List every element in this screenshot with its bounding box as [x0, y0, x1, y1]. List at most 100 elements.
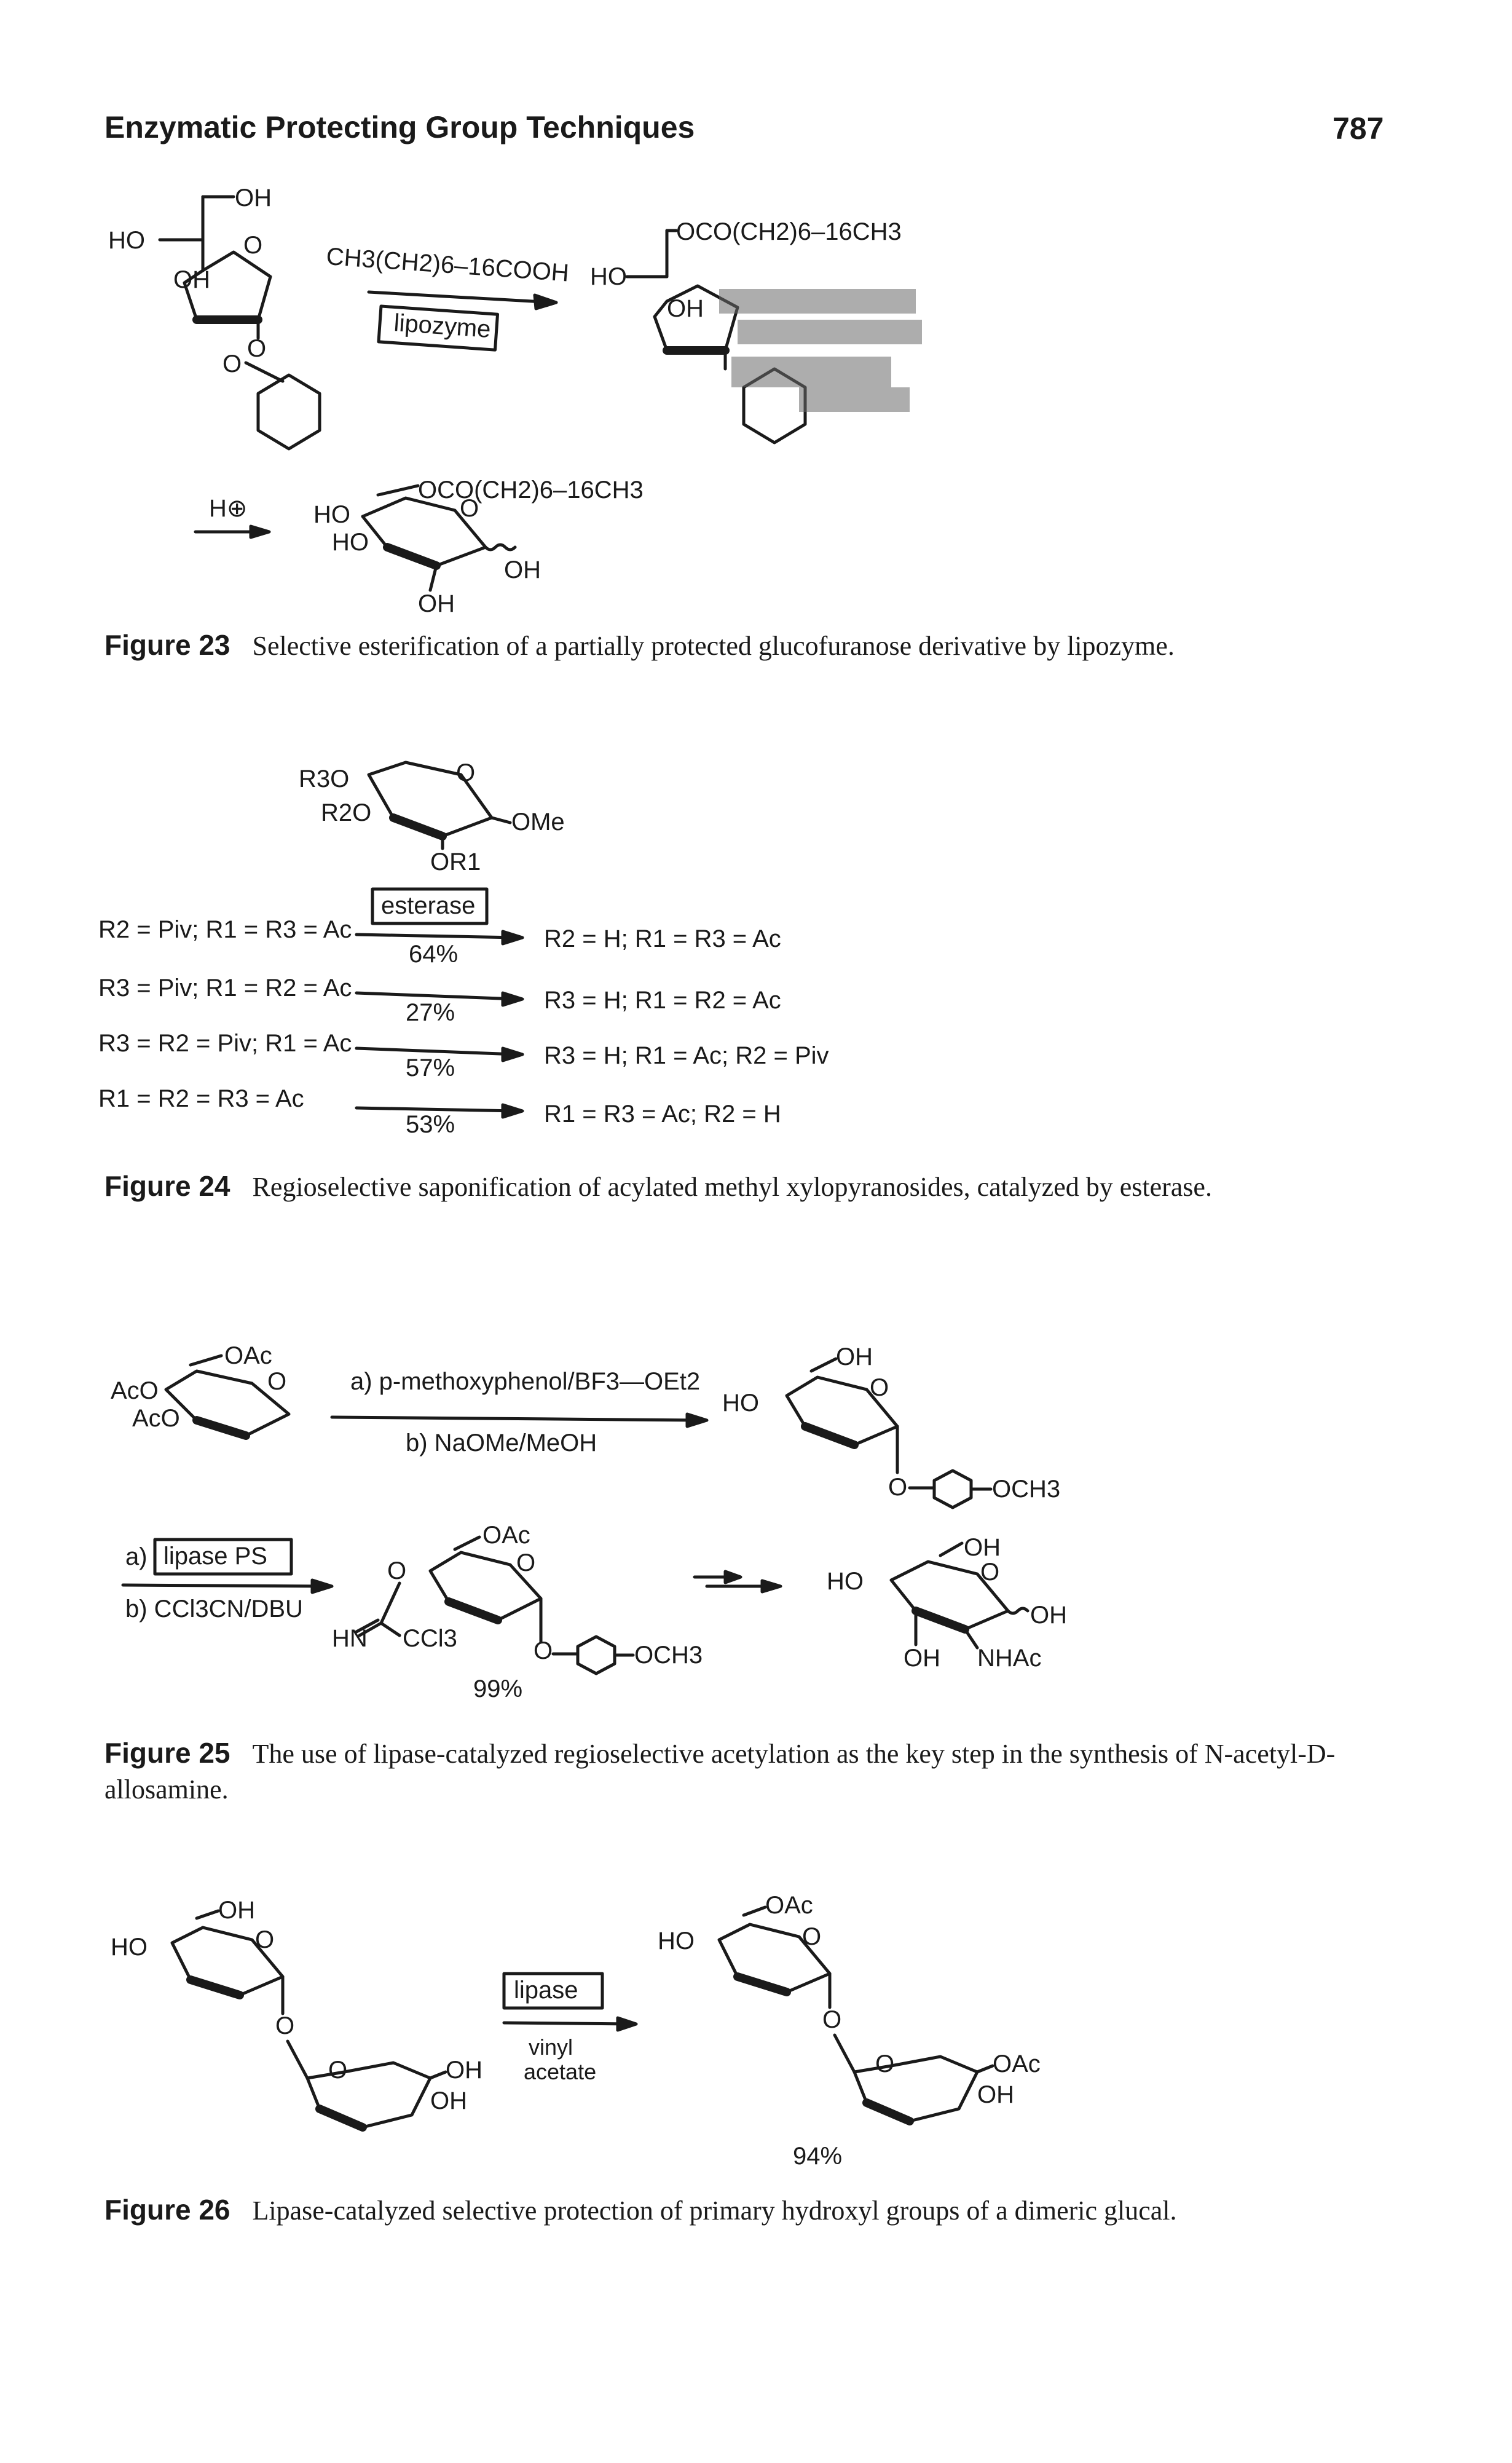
fig23-reagent: CH3(CH2)6–16COOH: [325, 243, 570, 287]
aryl-o: O: [888, 1474, 907, 1501]
figure-24-caption-text: Regioselective saponification of acylate…: [252, 1172, 1212, 1202]
imidate-oac: OAc: [482, 1522, 530, 1549]
prod-oac-right: OAc: [993, 2050, 1041, 2078]
fig23-enzyme: lipozyme: [393, 309, 492, 343]
dimer-ring-o-2: O: [328, 2057, 347, 2084]
dimer-ho: HO: [111, 1934, 148, 1961]
figure-26-caption-text: Lipase-catalyzed selective protection of…: [252, 2196, 1177, 2226]
glucal-oac: OAc: [224, 1342, 272, 1369]
figure-24-label: Figure 24: [104, 1170, 230, 1202]
allosamine-oh-anomeric: OH: [1030, 1602, 1067, 1629]
dimer-ring-o-1: O: [255, 1926, 274, 1953]
row1-product: R2 = H; R1 = R3 = Ac: [544, 925, 781, 952]
row1-yield: 64%: [409, 941, 458, 968]
dimer-oh-right: OH: [446, 2057, 482, 2084]
glucal-aco-2: AcO: [132, 1405, 180, 1432]
sm-o-acetal-1: O: [247, 335, 266, 362]
fig26-reagent-2: acetate: [524, 2059, 596, 2084]
sm-ring-o: O: [243, 232, 262, 259]
final-oh-anomeric: OH: [504, 556, 541, 583]
sm-ho: HO: [108, 227, 145, 254]
allosamine-ho: HO: [827, 1568, 864, 1595]
dimer-link-o: O: [275, 2012, 294, 2039]
prod-oac-top: OAc: [765, 1892, 813, 1919]
dimer-oh-top: OH: [218, 1897, 255, 1924]
figure-26-caption: Figure 26 Lipase-catalyzed selective prot…: [104, 2192, 1414, 2229]
final-ho-1: HO: [313, 501, 350, 528]
figure-24-scheme: R3O R2O O OMe OR1 esterase R2 = Piv; R1 …: [98, 759, 829, 1138]
allosamine-oh-top: OH: [964, 1534, 1001, 1561]
dimer-oh-lower: OH: [430, 2087, 467, 2114]
glucal-aco-1: AcO: [111, 1377, 159, 1404]
row2-product: R3 = H; R1 = R2 = Ac: [544, 987, 781, 1014]
imidate-o: O: [387, 1557, 406, 1584]
aryl-och3: OCH3: [992, 1476, 1060, 1503]
imidate-ring-o: O: [516, 1549, 535, 1576]
aryl-oh: OH: [836, 1343, 873, 1370]
final-ring-o: O: [460, 495, 479, 522]
aryl-ring-o: O: [870, 1374, 889, 1401]
row3-yield: 57%: [406, 1054, 455, 1081]
fig26-yield: 94%: [793, 2143, 842, 2170]
fig23-acid: H⊕: [209, 495, 247, 522]
fig25-step2-a: a): [125, 1543, 148, 1570]
allosamine-nhac: NHAc: [977, 1645, 1041, 1672]
fig26-reagent-1: vinyl: [529, 2034, 573, 2060]
fig24-enzyme: esterase: [381, 892, 475, 919]
prod-link-o: O: [822, 2006, 841, 2033]
fig25-step1-b: b) NaOMe/MeOH: [406, 1429, 597, 1457]
prod-ho: HO: [658, 1927, 695, 1955]
final-ho-2: HO: [332, 529, 369, 556]
figure-23-label: Figure 23: [104, 629, 230, 661]
row1-substrate: R2 = Piv; R1 = R3 = Ac: [98, 916, 352, 943]
prod-oh-ring: OH: [667, 295, 704, 322]
sm-oh-ring: OH: [173, 266, 210, 293]
figure-26-scheme: OH HO O O O OH OH lipase vinyl acetate O…: [111, 1892, 1041, 2170]
final-oh-bottom: OH: [418, 590, 455, 617]
row3-substrate: R3 = R2 = Piv; R1 = Ac: [98, 1030, 352, 1057]
imidate-ccl3: CCl3: [403, 1625, 457, 1652]
figure-25-scheme: OAc O AcO AcO a) p-methoxyphenol/BF3—OEt…: [111, 1342, 1067, 1702]
running-title: Enzymatic Protecting Group Techniques: [104, 110, 695, 144]
core-ome: OMe: [511, 808, 565, 836]
imidate-hn: HN: [332, 1625, 368, 1652]
row3-product: R3 = H; R1 = Ac; R2 = Piv: [544, 1042, 829, 1069]
allosamine-ring-o: O: [980, 1559, 999, 1586]
prod-ho: HO: [590, 263, 627, 290]
allosamine-oh-bottom: OH: [904, 1645, 940, 1672]
glucal-ring-o: O: [267, 1368, 286, 1395]
fig25-step2-enzyme: lipase PS: [163, 1543, 267, 1570]
row2-yield: 27%: [406, 999, 455, 1026]
fig26-enzyme: lipase: [514, 1977, 578, 2004]
figure-23-scheme: OH HO O OH O O CH3(CH2)6–16COOH lipozyme…: [108, 184, 922, 617]
prod-ester-group: OCO(CH2)6–16CH3: [676, 218, 902, 245]
row4-product: R1 = R3 = Ac; R2 = H: [544, 1101, 781, 1128]
figure-24-caption: Figure 24 Regioselective saponification o…: [104, 1168, 1414, 1205]
row4-substrate: R1 = R2 = R3 = Ac: [98, 1085, 304, 1112]
page-number: 787: [1333, 111, 1384, 146]
figure-25-label: Figure 25: [104, 1737, 230, 1769]
sm-oh-top: OH: [235, 184, 272, 212]
prod-ring-o-2: O: [875, 2050, 894, 2078]
figure-23-caption-text: Selective esterification of a partially …: [252, 631, 1175, 661]
row4-yield: 53%: [406, 1111, 455, 1138]
fig25-step1-a: a) p-methoxyphenol/BF3—OEt2: [350, 1368, 700, 1395]
core-r2o: R2O: [321, 799, 371, 826]
fig25-yield: 99%: [473, 1675, 522, 1702]
aryl-ho: HO: [722, 1390, 759, 1417]
prod-ring-o-1: O: [802, 1923, 821, 1950]
final-ester: OCO(CH2)6–16CH3: [418, 476, 644, 504]
prod-oh-lower: OH: [977, 2081, 1014, 2108]
core-r3o: R3O: [299, 765, 349, 793]
core-ring-o: O: [456, 759, 475, 786]
sm-o-acetal-2: O: [222, 350, 242, 378]
imidate-aryl-o: O: [534, 1637, 553, 1664]
figure-23-caption: Figure 23 Selective esterification of a p…: [104, 627, 1414, 664]
figure-26-label: Figure 26: [104, 2194, 230, 2226]
fig25-step2-b: b) CCl3CN/DBU: [125, 1595, 303, 1623]
row2-substrate: R3 = Piv; R1 = R2 = Ac: [98, 975, 352, 1002]
imidate-och3: OCH3: [634, 1642, 703, 1669]
core-or1: OR1: [430, 848, 481, 876]
figure-25-caption-text: The use of lipase-catalyzed regioselecti…: [104, 1739, 1336, 1805]
